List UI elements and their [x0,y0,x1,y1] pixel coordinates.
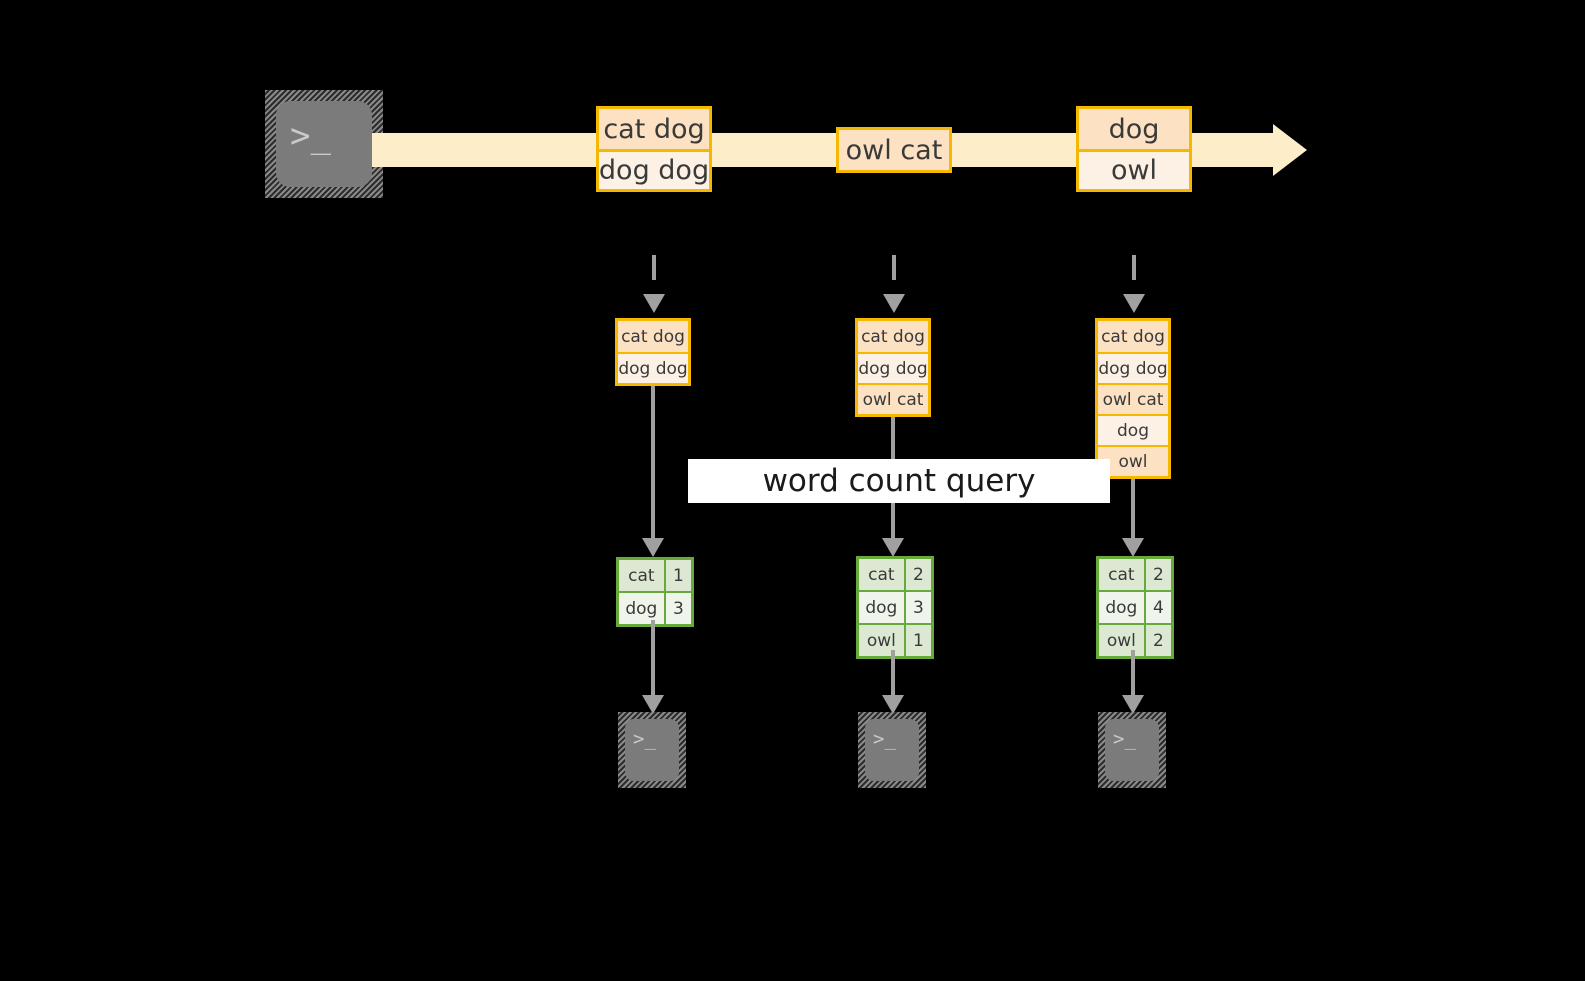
sink-terminal-3: >_ [1098,712,1166,788]
snapshot-row: owl cat [858,383,928,414]
stream-event: owl cat [839,130,949,170]
stream-to-snapshot-dashed-line-1 [652,255,656,297]
snapshot-row: cat dog [1098,321,1168,352]
stream-to-snapshot-dashed-line-3 [1132,255,1136,297]
result-row: dog 4 [1099,590,1171,623]
result-to-sink-line-3 [1131,650,1135,698]
source-terminal-icon: >_ [265,90,383,198]
terminal-prompt-glyph: >_ [633,728,656,750]
result-to-sink-arrowhead-3 [1122,695,1144,714]
snapshot-row: dog [1098,414,1168,445]
snapshot-row: cat dog [618,321,688,352]
snapshot-1: cat dog dog dog [615,318,691,386]
stream-event: owl [1079,149,1189,189]
result-row: cat 2 [859,559,931,590]
result-count: 2 [1143,625,1171,656]
result-word: owl [1099,625,1144,656]
result-count: 3 [903,592,931,623]
result-row: dog 3 [859,590,931,623]
query-label-text: word count query [762,463,1036,499]
snapshot-to-result-line-3 [1131,479,1135,541]
stream-to-snapshot-arrowhead-3 [1123,294,1145,313]
stream-batch-3: dog owl [1076,106,1192,192]
result-to-sink-arrowhead-1 [642,695,664,714]
snapshot-row: owl cat [1098,383,1168,414]
stream-to-snapshot-arrowhead-1 [643,294,665,313]
terminal-prompt-glyph: >_ [290,116,331,156]
result-row: owl 1 [859,623,931,656]
result-word: cat [1099,559,1144,590]
sink-terminal-2: >_ [858,712,926,788]
terminal-prompt-glyph: >_ [873,728,896,750]
terminal-screen: >_ [865,719,919,781]
result-count: 2 [1143,559,1171,590]
snapshot-row: cat dog [858,321,928,352]
terminal-screen: >_ [625,719,679,781]
stream-to-snapshot-dashed-line-2 [892,255,896,297]
result-word: cat [619,560,664,591]
result-2: cat 2 dog 3 owl 1 [856,556,934,659]
stream-arrow-head [1273,124,1307,176]
result-1: cat 1 dog 3 [616,557,694,627]
snapshot-row: dog dog [858,352,928,383]
snapshot-to-result-line-1 [651,386,655,541]
result-3: cat 2 dog 4 owl 2 [1096,556,1174,659]
stream-event: dog dog [599,149,709,189]
result-to-sink-arrowhead-2 [882,695,904,714]
result-row: cat 2 [1099,559,1171,590]
result-word: owl [859,625,904,656]
result-count: 1 [663,560,691,591]
sink-terminal-1: >_ [618,712,686,788]
result-to-sink-line-2 [891,650,895,698]
snapshot-to-result-arrowhead-3 [1122,538,1144,557]
stream-batch-1: cat dog dog dog [596,106,712,192]
result-row: dog 3 [619,591,691,624]
snapshot-to-result-arrowhead-1 [642,538,664,557]
result-row: owl 2 [1099,623,1171,656]
snapshot-2: cat dog dog dog owl cat [855,318,931,417]
snapshot-to-result-arrowhead-2 [882,538,904,557]
result-count: 1 [903,625,931,656]
snapshot-row: dog dog [1098,352,1168,383]
terminal-screen: >_ [1105,719,1159,781]
snapshot-3: cat dog dog dog owl cat dog owl [1095,318,1171,479]
result-count: 4 [1143,592,1171,623]
result-word: dog [619,593,664,624]
stream-to-snapshot-arrowhead-2 [883,294,905,313]
result-word: dog [1099,592,1144,623]
result-count: 3 [663,593,691,624]
snapshot-row: dog dog [618,352,688,383]
result-word: dog [859,592,904,623]
result-word: cat [859,559,904,590]
result-row: cat 1 [619,560,691,591]
terminal-screen: >_ [276,101,372,187]
stream-event: dog [1079,109,1189,149]
stream-batch-2: owl cat [836,127,952,173]
result-to-sink-line-1 [651,620,655,698]
stream-event: cat dog [599,109,709,149]
query-label-band: word count query [688,459,1110,503]
terminal-prompt-glyph: >_ [1113,728,1136,750]
result-count: 2 [903,559,931,590]
